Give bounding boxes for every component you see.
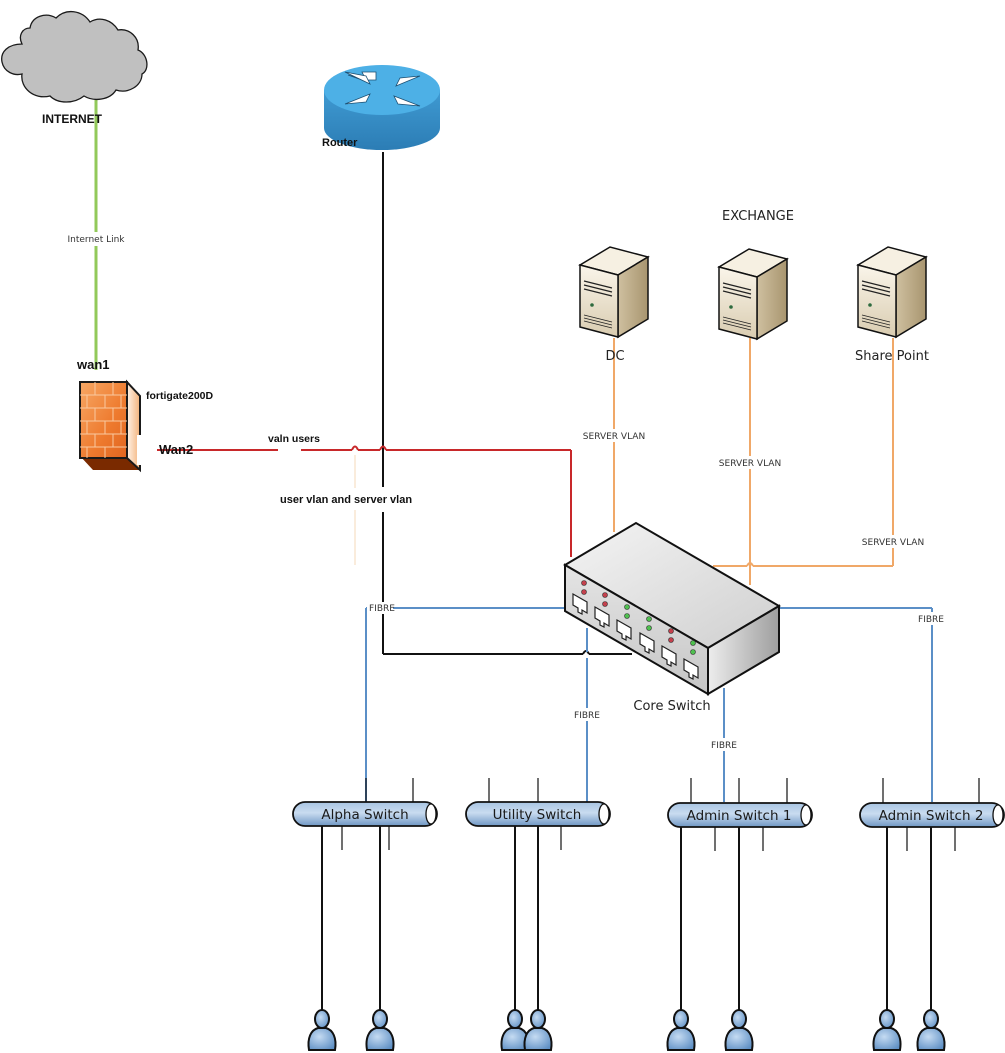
core-switch-icon[interactable] [563, 521, 781, 696]
users-layer [307, 1009, 946, 1051]
router-label: Router [322, 137, 358, 149]
user-icon [666, 1009, 696, 1051]
user-drop-lines [321, 826, 932, 1010]
server-sharepoint-label: Share Point [855, 349, 929, 364]
server-exchange-label: EXCHANGE [722, 209, 794, 224]
user-icon [365, 1009, 395, 1051]
server-exchange-icon[interactable] [717, 248, 789, 341]
admin-switch-1[interactable]: Admin Switch 1 [667, 778, 813, 851]
internet-label: INTERNET [42, 112, 103, 126]
wan2-port-label: Wan2 [159, 442, 193, 457]
server-dc-icon[interactable] [578, 246, 650, 339]
internet-cloud-icon [1, 11, 148, 103]
user-icon [724, 1009, 754, 1051]
admin-switch-2[interactable]: Admin Switch 2 [859, 778, 1005, 851]
wan1-port-label: wan1 [76, 357, 110, 372]
internet-link-label: Internet Link [67, 235, 125, 245]
server-vlan-label-exchange: SERVER VLAN [719, 459, 781, 469]
core-switch-label: Core Switch [633, 699, 710, 714]
fibre-label-admin2: FIBRE [918, 615, 944, 625]
router-core-link [382, 152, 632, 655]
admin-switch-2-label: Admin Switch 2 [879, 808, 984, 824]
vlan-users-link [143, 445, 572, 557]
admin-switch-1-label: Admin Switch 1 [687, 808, 792, 824]
user-icon [523, 1009, 553, 1051]
firewall-icon[interactable] [79, 379, 157, 473]
vlan-users-label: valn users [268, 433, 320, 445]
user-server-vlan-label-bg [278, 488, 426, 510]
fibre-label-utility: FIBRE [574, 711, 600, 721]
fibre-labels: FIBRE FIBRE FIBRE FIBRE [367, 602, 947, 751]
server-sharepoint-icon[interactable] [856, 246, 928, 339]
user-icon [307, 1009, 337, 1051]
firewall-label: fortigate200D [146, 390, 214, 402]
internet-link: Internet Link [64, 96, 128, 370]
alpha-switch[interactable]: Alpha Switch [292, 778, 438, 850]
server-vlan-label-dc: SERVER VLAN [583, 432, 645, 442]
user-icon [916, 1009, 946, 1051]
user-server-vlan-label: user vlan and server vlan [280, 494, 412, 506]
server-dc-label: DC [605, 349, 624, 364]
server-vlan-label-sharepoint: SERVER VLAN [862, 538, 924, 548]
fibre-label-alpha: FIBRE [369, 604, 395, 614]
fibre-label-admin1: FIBRE [711, 741, 737, 751]
alpha-switch-label: Alpha Switch [321, 807, 408, 823]
server-vlan-labels: SERVER VLAN SERVER VLAN SERVER VLAN [583, 429, 924, 548]
user-icon [872, 1009, 902, 1051]
utility-switch[interactable]: Utility Switch [465, 778, 611, 850]
utility-switch-label: Utility Switch [493, 807, 582, 823]
router-icon[interactable] [324, 65, 440, 150]
